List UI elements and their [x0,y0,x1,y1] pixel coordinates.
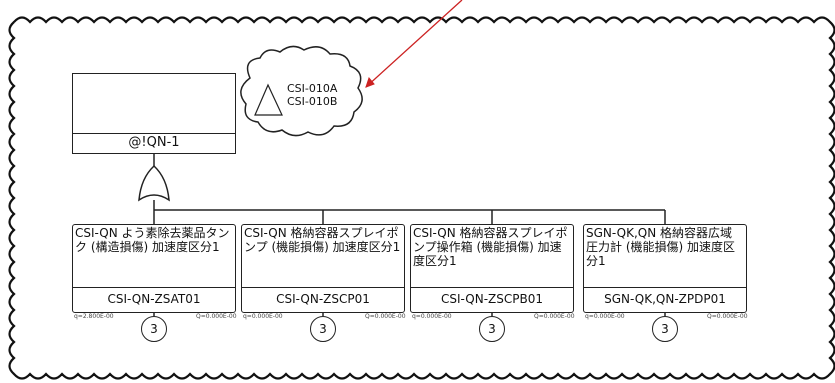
event-id: CSI-QN-ZSCPB01 [440,292,543,306]
transfer-triangle-icon [254,83,283,116]
basic-event-box[interactable]: SGN-QK,QN 格納容器広域圧力計 (機能損傷) 加速度区分1 SGN-QK… [583,224,747,313]
event-id: CSI-QN-ZSCP01 [276,292,370,306]
transfer-circle[interactable]: 3 [479,316,505,342]
transfer-circle[interactable]: 3 [310,316,336,342]
event-p-value: Q=0.000E-00 [365,313,406,320]
cloud-outline [8,16,835,380]
box-divider [411,287,573,288]
event-q-value: q=0.000E-00 [585,313,625,320]
top-event-id: @!QN-1 [128,135,180,150]
event-p-value: Q=0.000E-00 [196,313,237,320]
event-p-value: Q=0.000E-00 [534,313,575,320]
event-description: CSI-QN 格納容器スプレイポンプ (機能損傷) 加速度区分1 [244,226,401,254]
event-description: CSI-QN 格納容器スプレイポンプ操作箱 (機能損傷) 加速度区分1 [413,226,568,268]
event-p-value: Q=0.000E-00 [707,313,748,320]
box-divider [584,287,746,288]
event-id: SGN-QK,QN-ZPDP01 [604,292,726,306]
basic-event-box[interactable]: CSI-QN よう素除去薬品タンク (構造損傷) 加速度区分1 CSI-QN-Z… [72,224,236,313]
callout-label-1: CSI-010A [287,82,338,95]
box-divider [242,287,404,288]
event-description: SGN-QK,QN 格納容器広域圧力計 (機能損傷) 加速度区分1 [586,226,735,268]
callout-label-2: CSI-010B [287,95,338,108]
event-q-value: q=0.000E-00 [412,313,452,320]
pointer-arrow [365,0,463,88]
transfer-circle[interactable]: 3 [141,316,167,342]
top-event-box[interactable]: @!QN-1 [72,73,236,154]
event-q-value: q=2.800E-00 [74,313,114,320]
event-q-value: q=0.000E-00 [243,313,283,320]
or-gate-icon [138,164,170,202]
box-divider [73,133,235,134]
callout-cloud [240,45,363,137]
basic-event-box[interactable]: CSI-QN 格納容器スプレイポンプ操作箱 (機能損傷) 加速度区分1 CSI-… [410,224,574,313]
box-divider [73,287,235,288]
basic-event-box[interactable]: CSI-QN 格納容器スプレイポンプ (機能損傷) 加速度区分1 CSI-QN-… [241,224,405,313]
event-id: CSI-QN-ZSAT01 [107,292,201,306]
transfer-circle[interactable]: 3 [652,316,678,342]
event-description: CSI-QN よう素除去薬品タンク (構造損傷) 加速度区分1 [75,226,230,254]
